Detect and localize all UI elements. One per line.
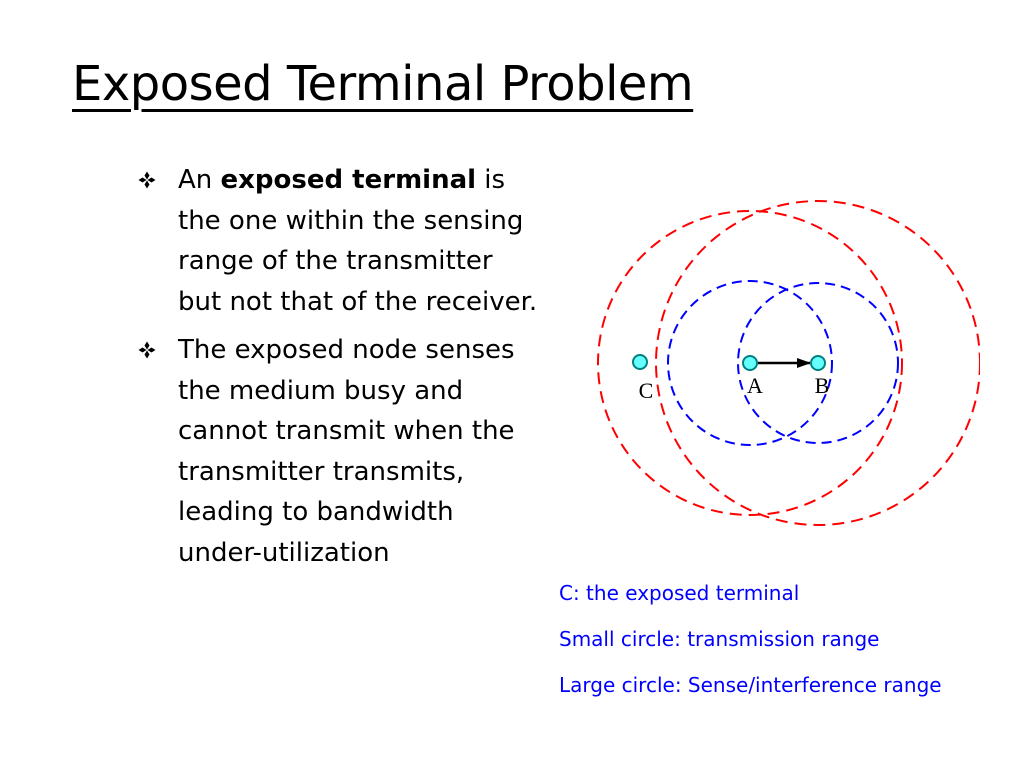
sense-range-circle-a bbox=[597, 210, 903, 516]
bullet-list: An exposed terminal is the one within th… bbox=[138, 160, 538, 581]
bullet-item-exposed-node-effect: The exposed node senses the medium busy … bbox=[138, 330, 538, 573]
legend-large-circle: Large circle: Sense/interference range bbox=[559, 673, 942, 697]
sense-range-circle-b bbox=[655, 200, 980, 526]
legend: C: the exposed terminal Small circle: tr… bbox=[559, 578, 979, 716]
four-diamond-bullet-icon bbox=[138, 171, 156, 189]
bold-term: exposed terminal bbox=[220, 165, 477, 195]
node-b bbox=[810, 355, 826, 371]
exposed-terminal-diagram: C A B bbox=[597, 200, 980, 526]
slide-title: Exposed Terminal Problem bbox=[72, 56, 694, 112]
bullet-text: The exposed node senses the medium busy … bbox=[178, 335, 515, 568]
bullet-text: An exposed terminal is the one within th… bbox=[178, 160, 538, 322]
node-label-a: A bbox=[747, 373, 763, 398]
four-diamond-bullet-icon bbox=[138, 341, 156, 359]
legend-small-circle: Small circle: transmission range bbox=[559, 627, 880, 651]
bullet-item-exposed-terminal-definition: An exposed terminal is the one within th… bbox=[138, 160, 538, 322]
legend-exposed-terminal: C: the exposed terminal bbox=[559, 581, 800, 605]
node-label-b: B bbox=[815, 373, 830, 398]
node-c bbox=[632, 354, 648, 370]
bullet-rest: is the one within the sensing range of t… bbox=[178, 165, 538, 317]
bullet-prefix: An bbox=[178, 165, 221, 195]
node-label-c: C bbox=[639, 378, 654, 403]
transmission-range-circle-a bbox=[667, 280, 833, 446]
node-a bbox=[742, 355, 758, 371]
transmission-range-circle-b bbox=[737, 282, 899, 444]
